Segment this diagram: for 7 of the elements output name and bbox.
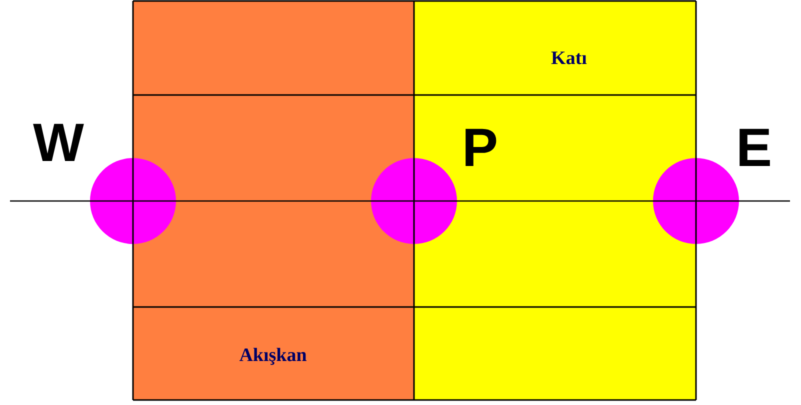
region-label: Katı	[551, 48, 587, 70]
region-panel	[414, 1, 696, 400]
node-label: W	[33, 116, 84, 170]
node-label: P	[462, 121, 498, 175]
region-panel	[133, 1, 414, 400]
node-label: E	[736, 121, 772, 175]
region-label: Akışkan	[239, 345, 307, 367]
